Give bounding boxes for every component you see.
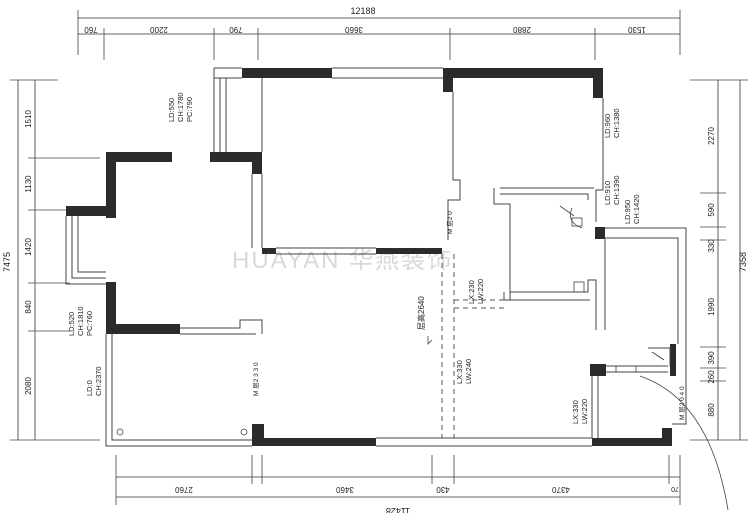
fixtures: [116, 217, 637, 436]
door-note-2-lw: LW:240: [464, 359, 473, 384]
right-dim-5: 390: [707, 351, 716, 365]
window-note-4-ld: LD:950: [623, 200, 632, 224]
top-dimensions: 12188 760 2200 790 3660 2880 1530: [77, 6, 681, 60]
window-note-1-ld: LD:550: [167, 98, 176, 122]
right-dimensions: 7358 2270 590 330 1990 390 260 880: [690, 79, 748, 441]
dashed-lines: [441, 254, 504, 438]
top-dim-1: 760: [84, 25, 98, 34]
window-note-5-ld: LD:520: [67, 312, 76, 336]
left-dim-1: 1510: [24, 110, 33, 128]
top-dim-5: 2880: [513, 25, 531, 34]
right-dim-7: 880: [707, 403, 716, 417]
window-notes: LD:550 CH:1780 PC:790 LD:960 CH:1380 LD:…: [67, 92, 641, 396]
right-dim-1: 2270: [707, 127, 716, 145]
bottom-dim-3: 430: [436, 485, 450, 494]
ceiling-mark-2: M 层2 3 3 0: [252, 362, 260, 396]
ceiling-labels: 层高2640 M 层2 0 M 层2 3 3 0 M 层2 0 4 0: [252, 211, 686, 420]
beam-height-label: 层高2640: [416, 296, 426, 330]
window-note-1-pc: PC:790: [185, 97, 194, 122]
right-dim-6: 260: [707, 370, 716, 384]
window-note-3-ld: LD:910: [603, 181, 612, 205]
bottom-overall-dim: 11428: [386, 506, 410, 513]
left-dim-5: 2080: [24, 377, 33, 395]
top-overall-dim: 12188: [350, 6, 375, 16]
door-note-3-lx: LX:330: [571, 400, 580, 424]
right-overall-dim: 7358: [738, 252, 748, 272]
top-dim-4: 3660: [345, 25, 363, 34]
left-dim-3: 1420: [24, 238, 33, 256]
door-note-1-lx: LX:230: [467, 280, 476, 304]
top-dim-2: 2200: [150, 25, 168, 34]
window-note-2-ld: LD:960: [603, 114, 612, 138]
bottom-dim-2: 3460: [336, 485, 354, 494]
window-note-5-ch: CH:1810: [76, 306, 85, 336]
window-note-4-ch: CH:1420: [632, 194, 641, 224]
door-note-3-lw: LW:220: [580, 399, 589, 424]
door-note-2-lx: LX:330: [455, 360, 464, 384]
bottom-dim-5: 70: [671, 485, 679, 492]
window-note-1-ch: CH:1780: [176, 92, 185, 122]
right-dim-2: 590: [707, 203, 716, 217]
left-dim-4: 840: [24, 300, 33, 314]
bottom-dim-1: 2760: [175, 485, 193, 494]
top-dim-6: 1530: [628, 25, 646, 34]
door-note-1-lw: LW:220: [476, 279, 485, 304]
left-overall-dim: 7475: [2, 252, 12, 272]
door-notes: LX:230 LW:220 LX:330 LW:240 LX:330 LW:22…: [455, 279, 589, 424]
right-dim-4: 1990: [707, 298, 716, 316]
window-note-6-ch: CH:2370: [94, 366, 103, 396]
top-dim-3: 790: [229, 25, 243, 34]
ceiling-mark-3: M 层2 0 4 0: [678, 386, 686, 420]
ceiling-mark-1: M 层2 0: [446, 211, 454, 234]
walls: [66, 68, 676, 446]
bottom-dim-4: 4370: [552, 485, 570, 494]
door-swing: [559, 205, 729, 511]
bottom-dimensions: 2760 3460 430 4370 70 11428: [115, 455, 681, 513]
window-note-6-ld: LD:0: [85, 380, 94, 396]
window-note-5-pc: PC:760: [85, 311, 94, 336]
right-dim-3: 330: [707, 239, 716, 253]
left-dim-2: 1130: [24, 175, 33, 193]
left-dimensions: 7475 1510 1130 1420 840 2080: [2, 79, 100, 441]
window-note-2-ch: CH:1380: [612, 108, 621, 138]
window-note-3-ch: CH:1390: [612, 175, 621, 205]
